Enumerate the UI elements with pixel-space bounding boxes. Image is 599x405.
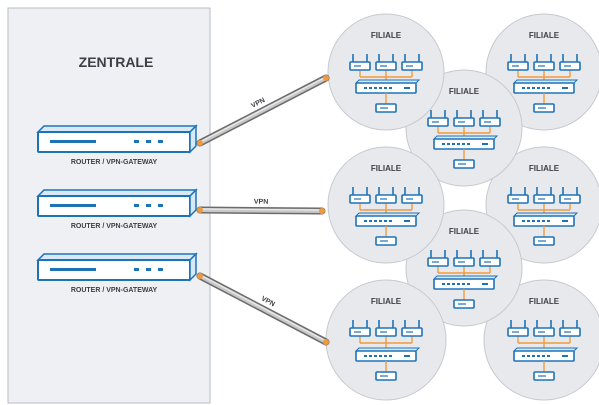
access-point-icon: [427, 110, 449, 127]
access-point-icon: [427, 250, 449, 267]
access-point-icon: [533, 54, 555, 71]
router-led-bar: [50, 204, 96, 207]
router-label: ROUTER / VPN-GATEWAY: [71, 159, 158, 166]
router-led-bar: [50, 268, 96, 271]
filiale-label: FILIALE: [449, 227, 480, 236]
router-vpn-gateway-1: ROUTER / VPN-GATEWAY: [36, 124, 198, 166]
access-point-icon: [375, 54, 397, 71]
branch-router-icon: [512, 79, 579, 94]
access-point-icon: [401, 320, 423, 337]
router-side: [189, 188, 197, 218]
access-point-icon: [453, 110, 475, 127]
branch-modem-icon: [453, 299, 475, 309]
router-led: [158, 140, 163, 143]
router-led: [158, 204, 163, 207]
router-side: [189, 252, 197, 282]
filiale-label: FILIALE: [371, 31, 402, 40]
router-label: ROUTER / VPN-GATEWAY: [71, 287, 158, 294]
branch-modem-icon: [533, 371, 555, 381]
filiale-circle: [483, 279, 599, 401]
filiale-label: FILIALE: [449, 87, 480, 96]
branch-modem-icon: [453, 159, 475, 169]
access-point-icon: [507, 320, 529, 337]
router-label: ROUTER / VPN-GATEWAY: [71, 223, 158, 230]
router-vpn-gateway-2: ROUTER / VPN-GATEWAY: [36, 188, 198, 230]
vpn-label: VPN: [254, 199, 268, 206]
branch-router-icon: [512, 212, 579, 227]
access-point-icon: [533, 320, 555, 337]
branch-router-icon: [354, 212, 421, 227]
router-led: [134, 204, 139, 207]
branch-modem-icon: [375, 236, 397, 246]
branch-router-icon: [512, 347, 579, 362]
access-point-icon: [479, 110, 501, 127]
router-led: [146, 140, 151, 143]
vpn-tunnel-3: VPN: [196, 272, 330, 346]
access-point-icon: [349, 54, 371, 71]
filiale-6: FILIALE: [327, 13, 445, 131]
tunnel-endpoint: [197, 140, 203, 146]
access-point-icon: [507, 54, 529, 71]
branch-router-icon: [354, 79, 421, 94]
access-point-icon: [479, 250, 501, 267]
access-point-icon: [533, 187, 555, 204]
access-point-icon: [375, 187, 397, 204]
filiale-2: FILIALE: [485, 146, 599, 264]
vpn-tunnel-2: VPN: [196, 199, 326, 215]
tunnel-endpoint: [197, 273, 203, 279]
access-point-icon: [453, 250, 475, 267]
access-point-icon: [559, 320, 581, 337]
filiale-label: FILIALE: [371, 297, 402, 306]
access-point-icon: [507, 187, 529, 204]
tunnel-endpoint: [319, 208, 325, 214]
branch-modem-icon: [375, 103, 397, 113]
access-point-icon: [559, 54, 581, 71]
branch-router-icon: [432, 135, 499, 150]
filiale-7: FILIALE: [327, 146, 445, 264]
tunnel-endpoint: [323, 339, 329, 345]
access-point-icon: [559, 187, 581, 204]
filiale-circle: [485, 146, 599, 264]
router-led: [146, 204, 151, 207]
filiale-3: FILIALE: [483, 279, 599, 401]
filiale-label: FILIALE: [371, 164, 402, 173]
router-led-bar: [50, 140, 96, 143]
router-led: [134, 268, 139, 271]
vpn-tunnel-1: VPN: [196, 74, 330, 147]
router-led: [134, 140, 139, 143]
router-vpn-gateway-3: ROUTER / VPN-GATEWAY: [36, 252, 198, 294]
router-side: [189, 124, 197, 154]
filiale-8: FILIALE: [325, 279, 447, 401]
branch-modem-icon: [533, 103, 555, 113]
tunnel-endpoint: [323, 75, 329, 81]
branch-router-icon: [354, 347, 421, 362]
access-point-icon: [375, 320, 397, 337]
router-led: [146, 268, 151, 271]
filiale-label: FILIALE: [529, 31, 560, 40]
router-led: [158, 268, 163, 271]
access-point-icon: [401, 54, 423, 71]
branch-modem-icon: [375, 371, 397, 381]
access-point-icon: [349, 187, 371, 204]
filiale-label: FILIALE: [529, 164, 560, 173]
access-point-icon: [401, 187, 423, 204]
tunnel-endpoint: [197, 207, 203, 213]
filiale-5: FILIALE: [405, 209, 523, 327]
filiale-label: FILIALE: [529, 297, 560, 306]
access-point-icon: [349, 320, 371, 337]
zentrale-title: ZENTRALE: [79, 54, 154, 70]
branch-router-icon: [432, 275, 499, 290]
branch-modem-icon: [533, 236, 555, 246]
